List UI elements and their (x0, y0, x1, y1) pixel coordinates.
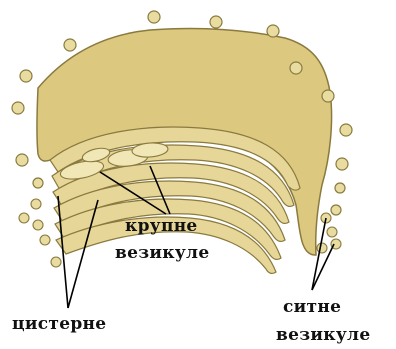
small-vesicle (33, 220, 43, 230)
small-vesicle (33, 178, 43, 188)
small-vesicle (327, 227, 337, 237)
small-vesicle (210, 16, 222, 28)
small-vesicle (336, 158, 348, 170)
label-large-vesicles-line2: везикуле (115, 243, 209, 263)
small-vesicle (317, 243, 327, 253)
small-vesicle (20, 70, 32, 82)
small-vesicle (16, 154, 28, 166)
small-vesicle (148, 11, 160, 23)
small-vesicle (331, 205, 341, 215)
label-small-vesicles-line2: везикуле (276, 325, 370, 345)
small-vesicle (335, 183, 345, 193)
small-vesicle (64, 39, 76, 51)
label-large-vesicles-line1: крупне (125, 216, 198, 236)
small-vesicle (322, 90, 334, 102)
small-vesicle (12, 102, 24, 114)
label-small-vesicles-line1: ситне (283, 297, 341, 317)
small-vesicle (340, 124, 352, 136)
label-cisternae: цистерне (12, 314, 106, 334)
small-vesicle (267, 25, 279, 37)
small-vesicle (40, 235, 50, 245)
small-vesicle (19, 213, 29, 223)
small-vesicle (51, 257, 61, 267)
small-vesicle (31, 199, 41, 209)
small-vesicle (290, 62, 302, 74)
